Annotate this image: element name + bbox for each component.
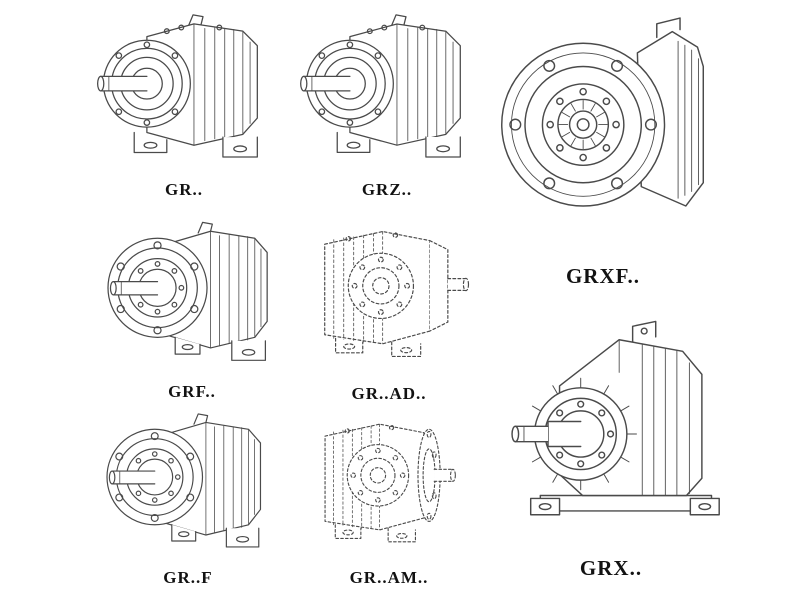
figure-label-grxf: GRXF.. xyxy=(565,264,641,288)
figure-label-grz: GRZ.. xyxy=(361,180,413,199)
gearbox-drawing-gr-f xyxy=(88,402,288,564)
figure-grz: GRZ.. xyxy=(292,4,482,200)
figure-grxf: GRXF.. xyxy=(494,2,712,289)
gearbox-drawing-grz xyxy=(292,4,482,176)
gearbox-drawing-gr-am xyxy=(288,402,490,564)
figure-gr-ad: GR..AD.. xyxy=(288,208,490,404)
gearbox-drawing-gr xyxy=(88,4,280,176)
gearbox-drawing-grx xyxy=(498,296,724,546)
figure-label-grf: GRF.. xyxy=(168,382,216,401)
figure-gr: GR.. xyxy=(88,4,280,200)
gearbox-drawing-gr-ad xyxy=(288,208,490,380)
figure-label-gr-ad: GR..AD.. xyxy=(351,384,427,403)
figure-grf: GRF.. xyxy=(92,210,292,402)
figure-grx: GRX.. xyxy=(498,296,724,581)
figure-gr-f: GR..F xyxy=(88,402,288,588)
gearbox-drawing-grxf xyxy=(494,2,712,254)
figure-label-gr-f: GR..F xyxy=(163,568,213,587)
figure-label-gr-am: GR..AM.. xyxy=(349,568,429,587)
figure-gr-am: GR..AM.. xyxy=(288,402,490,588)
figure-label-grx: GRX.. xyxy=(579,556,643,580)
gearbox-drawing-grf xyxy=(92,210,292,378)
figure-label-gr: GR.. xyxy=(165,180,203,199)
